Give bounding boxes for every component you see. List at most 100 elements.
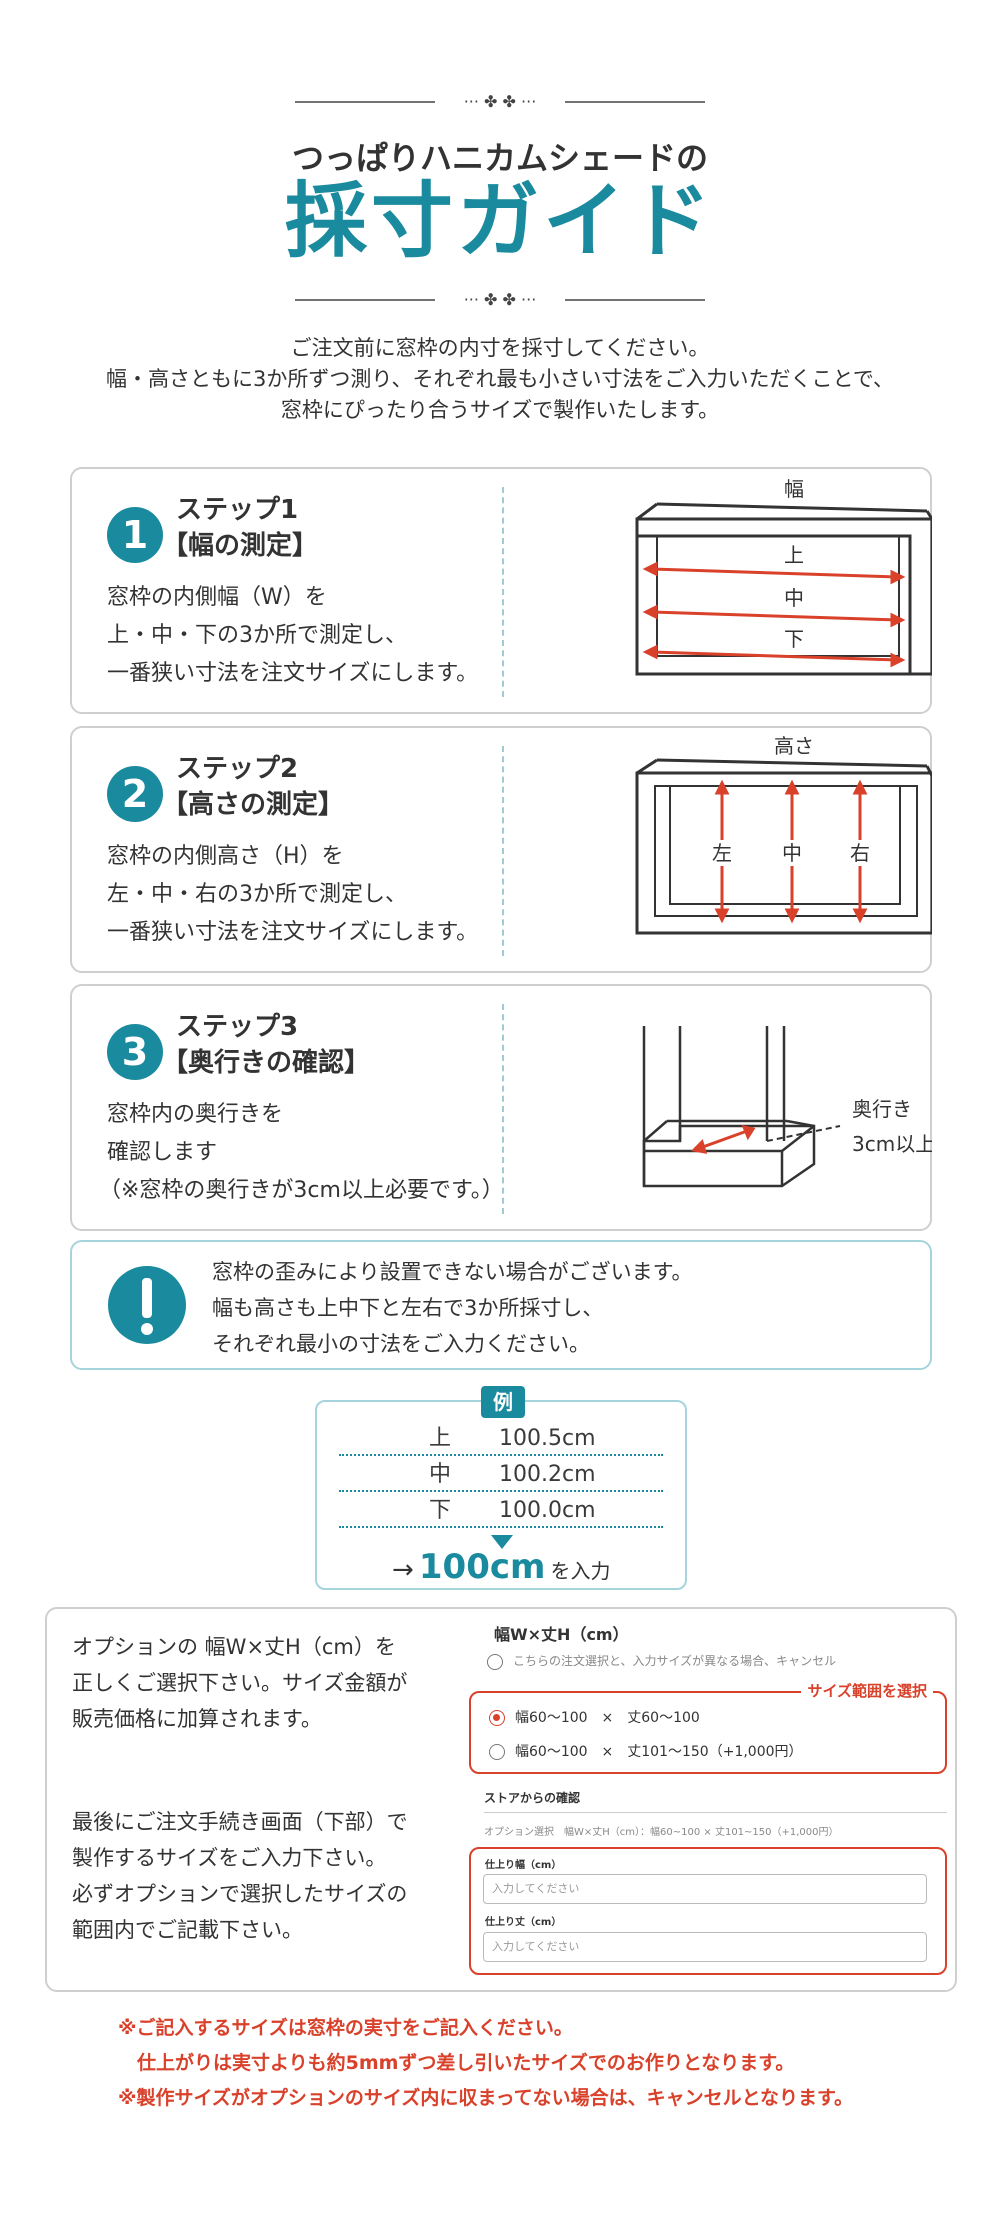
mark-middle: 中 (784, 586, 804, 610)
down-triangle-icon (491, 1535, 513, 1549)
text-line: 最後にご注文手続き画面（下部）で (72, 1810, 408, 1834)
width-diagram: 幅 上 中 下 (635, 477, 932, 676)
height-input[interactable]: 入力してください (483, 1932, 927, 1962)
desc-line: 一番狭い寸法を注文サイズにします。 (107, 661, 479, 686)
step-title: ステップ2 【高さの測定】 (162, 751, 344, 823)
example-badge: 例 (481, 1386, 525, 1418)
warning-line: それぞれ最小の寸法をご入力ください。 (212, 1332, 590, 1356)
option-section: オプションの 幅W×丈H（cm）を 正しくご選択下さい。サイズ金額が 販売価格に… (45, 1607, 957, 1992)
step-title-line: ステップ3 (176, 1012, 299, 1042)
text-line: 製作するサイズをご入力下さい。 (72, 1846, 387, 1870)
example-row: 中 100.2cm (339, 1458, 663, 1492)
result-suffix: を入力 (550, 1559, 611, 1583)
diagram-label: 幅 (784, 477, 804, 501)
desc-line: 一番狭い寸法を注文サイズにします。 (107, 920, 479, 945)
radio-selected-icon[interactable] (489, 1710, 505, 1726)
note-line: ※ご記入するサイズは窓枠の実寸をご記入ください。 (118, 2017, 573, 2039)
step-description: 窓枠の内側高さ（H）を 左・中・右の3か所で測定し、 一番狭い寸法を注文サイズに… (107, 838, 478, 952)
text-line: 範囲内でご記載下さい。 (72, 1918, 303, 1942)
option-input-instructions: 最後にご注文手続き画面（下部）で 製作するサイズをご入力下さい。 必ずオプション… (72, 1804, 408, 1948)
radio-label: 幅60〜100 × 丈60〜100 (515, 1710, 700, 1726)
step-title-line: 【幅の測定】 (162, 531, 319, 561)
desc-line: 窓枠の内側幅（W）を (107, 585, 327, 610)
example-box: 例 上 100.5cm 中 100.2cm 下 100.0cm → 100cm … (315, 1386, 687, 1590)
svg-text:··· ✤ ✤ ···: ··· ✤ ✤ ··· (464, 290, 537, 309)
intro-line: ご注文前に窓枠の内寸を採寸してください。 (290, 336, 710, 360)
size-input-box: 仕上り幅（cm） 入力してください 仕上り丈（cm） 入力してください (469, 1847, 947, 1975)
diagram-label: 高さ (774, 734, 814, 758)
step-title-line: ステップ1 (176, 495, 299, 525)
width-input[interactable]: 入力してください (483, 1874, 927, 1904)
mark-bottom: 下 (784, 627, 804, 651)
example-value: 100.5cm (499, 1426, 596, 1451)
step-title-line: 【高さの測定】 (162, 790, 345, 820)
svg-text:··· ✤ ✤ ···: ··· ✤ ✤ ··· (464, 92, 537, 111)
step-title: ステップ3 【奥行きの確認】 (162, 1009, 370, 1081)
step-description: 窓枠の内側幅（W）を 上・中・下の3か所で測定し、 一番狭い寸法を注文サイズにし… (107, 579, 478, 693)
size-range-box: サイズ範囲を選択 幅60〜100 × 丈60〜100 幅60〜100 × 丈10… (469, 1680, 947, 1774)
step-description: 窓枠内の奥行きを 確認します （※窓枠の奥行きが3cm以上必要です。） (99, 1096, 504, 1210)
desc-line: （※窓枠の奥行きが3cm以上必要です。） (99, 1178, 504, 1203)
radio-icon[interactable] (489, 1744, 505, 1760)
result-value: 100cm (418, 1547, 546, 1587)
desc-line: 左・中・右の3か所で測定し、 (107, 882, 407, 907)
mark-left: 左 (712, 841, 732, 865)
select-title: 幅W×丈H（cm） (494, 1625, 629, 1644)
note-line: 仕上がりは実寸よりも約5mmずつ差し引いたサイズでのお作りとなります。 (118, 2052, 795, 2074)
store-title: ストアからの確認 (484, 1791, 581, 1805)
height-diagram: 高さ 左 中 右 (635, 734, 932, 935)
radio-cancel-option[interactable]: こちらの注文選択と、入力サイズが異なる場合、キャンセル (487, 1652, 836, 1670)
height-field-label: 仕上り丈（cm） (485, 1917, 562, 1928)
radio-option-2[interactable]: 幅60〜100 × 丈101〜150（+1,000円） (489, 1741, 803, 1761)
step-title-line: ステップ2 (176, 754, 299, 784)
step-card-depth: 3 ステップ3 【奥行きの確認】 窓枠内の奥行きを 確認します （※窓枠の奥行き… (70, 984, 932, 1231)
mark-middle: 中 (782, 841, 802, 865)
example-row: 上 100.5cm (339, 1422, 663, 1456)
intro-line: 窓枠にぴったり合うサイズで製作いたします。 (280, 398, 720, 422)
intro-text: ご注文前に窓枠の内寸を採寸してください。 幅・高さともに3か所ずつ測り、それぞれ… (0, 333, 1000, 426)
ornament-top: ··· ✤ ✤ ··· (295, 92, 705, 111)
warning-line: 窓枠の歪みにより設置できない場合がございます。 (212, 1260, 693, 1284)
desc-line: 窓枠内の奥行きを (107, 1102, 284, 1127)
note-line: ※製作サイズがオプションのサイズ内に収まってない場合は、キャンセルとなります。 (118, 2087, 854, 2109)
text-line: 販売価格に加算されます。 (72, 1707, 322, 1731)
ornament-bottom: ··· ✤ ✤ ··· (295, 290, 705, 309)
step-number-badge: 2 (107, 766, 163, 822)
exclamation-icon (108, 1266, 186, 1344)
step-title-line: 【奥行きの確認】 (162, 1048, 371, 1078)
depth-label-min: 3cm以上 (852, 1132, 932, 1156)
text-line: オプションの 幅W×丈H（cm）を (72, 1635, 396, 1659)
intro-line: 幅・高さともに3か所ずつ測り、それぞれ最も小さい寸法をご入力いただくことで、 (105, 367, 895, 391)
radio-label: こちらの注文選択と、入力サイズが異なる場合、キャンセル (513, 1654, 837, 1668)
notes-section: ※ご記入するサイズは窓枠の実寸をご記入ください。 仕上がりは実寸よりも約5mmず… (118, 2011, 853, 2116)
step-title: ステップ1 【幅の測定】 (162, 492, 318, 564)
desc-line: 確認します (107, 1140, 218, 1165)
width-field-label: 仕上り幅（cm） (485, 1860, 562, 1871)
step-card-width: 1 ステップ1 【幅の測定】 窓枠の内側幅（W）を 上・中・下の3か所で測定し、… (70, 467, 932, 714)
desc-line: 上・中・下の3か所で測定し、 (107, 623, 407, 648)
warning-text: 窓枠の歪みにより設置できない場合がございます。 幅も高さも上中下と左右で3か所採… (212, 1254, 692, 1362)
desc-line: 窓枠の内側高さ（H）を (107, 844, 344, 869)
option-instructions: オプションの 幅W×丈H（cm）を 正しくご選択下さい。サイズ金額が 販売価格に… (72, 1629, 407, 1737)
arrow: → (392, 1555, 414, 1585)
radio-icon[interactable] (487, 1653, 503, 1670)
store-divider (484, 1812, 947, 1813)
example-pos: 下 (429, 1498, 452, 1523)
warning-box: 窓枠の歪みにより設置できない場合がございます。 幅も高さも上中下と左右で3か所採… (70, 1240, 932, 1370)
mark-right: 右 (850, 841, 870, 865)
divider (502, 1004, 504, 1214)
example-value: 100.2cm (499, 1462, 596, 1487)
size-range-label: サイズ範囲を選択 (801, 1680, 933, 1701)
step-number-badge: 3 (107, 1024, 163, 1080)
text-line: 正しくご選択下さい。サイズ金額が (72, 1671, 408, 1695)
divider (502, 746, 504, 956)
store-summary: オプション選択 幅W×丈H（cm）：幅60~100 × 丈101~150（+1,… (484, 1827, 839, 1838)
divider (502, 487, 504, 697)
example-pos: 中 (429, 1462, 452, 1487)
step-number-badge: 1 (107, 507, 163, 563)
example-pos: 上 (429, 1426, 452, 1451)
example-value: 100.0cm (499, 1498, 596, 1523)
depth-label: 奥行き (852, 1097, 912, 1121)
page-title: 採寸ガイド (284, 174, 715, 269)
radio-option-1[interactable]: 幅60〜100 × 丈60〜100 (489, 1707, 700, 1727)
